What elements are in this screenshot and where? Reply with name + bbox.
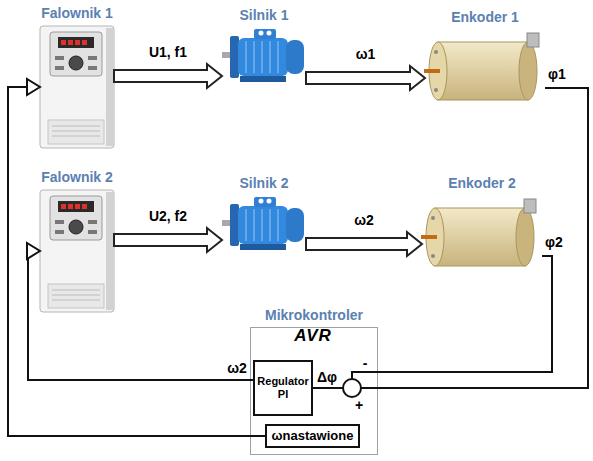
block-arrow: [114, 64, 222, 88]
signal-label: U1, f1: [149, 44, 187, 60]
node-heading: Mikrokontroler: [265, 307, 363, 323]
signal-line: [27, 251, 253, 380]
signal-label: ω2: [354, 212, 374, 228]
connector: [27, 243, 253, 380]
connector: [114, 228, 222, 252]
arrow-head: [27, 243, 40, 259]
encoder-illustration: [424, 33, 539, 100]
connector: [306, 232, 422, 256]
block-arrow: [306, 66, 425, 90]
sign-label: +: [355, 397, 363, 413]
signal-label: Δφ: [317, 369, 337, 385]
node-text: ωnastawione: [272, 429, 354, 444]
motor-illustration: [222, 29, 304, 82]
signal-label: φ2: [545, 234, 563, 250]
inverter-illustration: [40, 190, 114, 312]
node-text: Regulator PI: [255, 375, 311, 400]
block-arrow: [306, 232, 422, 256]
inverter-illustration: [40, 26, 114, 148]
sign-label: -: [363, 355, 368, 371]
motor-illustration: [222, 197, 304, 250]
motor-box: Silnik 2: [222, 196, 306, 254]
signal-label: ω1: [356, 46, 376, 62]
connector: [313, 88, 588, 388]
logo-text: AVR: [294, 326, 332, 346]
summing-junction: [343, 379, 361, 397]
signal-label: ω2: [227, 360, 247, 376]
inverter-box: Falownik 1: [40, 26, 114, 148]
arrow-head: [27, 79, 40, 95]
connector: [313, 256, 552, 388]
node-heading: Falownik 2: [41, 169, 113, 185]
encoder-box: Enkoder 1: [425, 30, 545, 108]
node-heading: Falownik 1: [41, 5, 113, 21]
setpoint-box: ωnastawione: [265, 424, 360, 448]
motor-box: Silnik 1: [222, 28, 306, 86]
block-arrow: [114, 228, 222, 252]
signal-line: [8, 87, 265, 436]
microcontroller-box: MikrokontrolerRegulator PIωnastawione: [250, 327, 378, 455]
signal-line: [313, 88, 588, 388]
node-heading: Enkoder 1: [451, 9, 519, 25]
encoder-box: Enkoder 2: [422, 196, 542, 272]
connector: [114, 64, 222, 88]
inverter-box: Falownik 2: [40, 190, 114, 312]
node-heading: Silnik 1: [239, 7, 288, 23]
signal-label: φ1: [548, 66, 566, 82]
node-heading: Silnik 2: [239, 175, 288, 191]
node-heading: Enkoder 2: [448, 175, 516, 191]
controller-box: Regulator PI: [253, 360, 313, 416]
signal-label: U2, f2: [149, 208, 187, 224]
connector: [306, 66, 425, 90]
signal-line: [313, 256, 552, 388]
connector: [8, 79, 265, 436]
encoder-illustration: [421, 199, 536, 266]
